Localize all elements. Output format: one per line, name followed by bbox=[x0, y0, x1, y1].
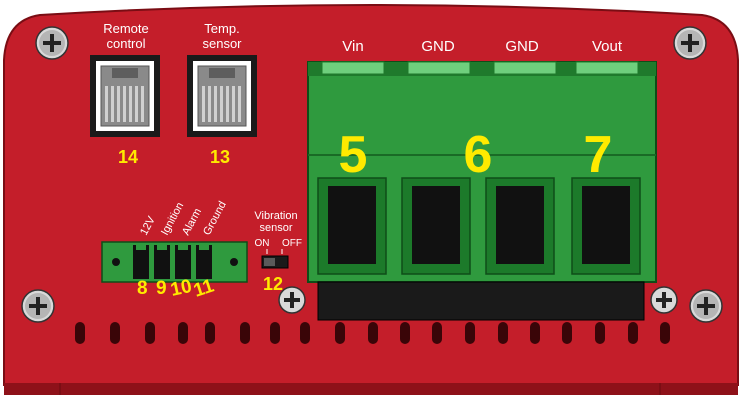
callout-number-7: 7 bbox=[584, 126, 613, 184]
housing-base bbox=[4, 383, 738, 395]
vibration-off-label: OFF bbox=[282, 238, 302, 249]
terminal-block bbox=[307, 61, 657, 283]
terminal-screw-slot[interactable] bbox=[317, 177, 387, 275]
remote-control-label-line1: Remote bbox=[103, 21, 149, 36]
rj-jack-icon bbox=[197, 65, 247, 127]
screw-icon bbox=[650, 286, 678, 314]
callout-number-10: 10 bbox=[169, 276, 194, 301]
callout-number-8: 8 bbox=[137, 278, 148, 299]
callout-number-12: 12 bbox=[263, 274, 283, 294]
temp-sensor-label-line1: Temp. bbox=[204, 21, 239, 36]
vibration-sensor-label-line2: sensor bbox=[259, 222, 292, 234]
terminal-screw-slot[interactable] bbox=[485, 177, 555, 275]
screw-icon bbox=[673, 26, 707, 60]
terminal-screw-slot[interactable] bbox=[401, 177, 471, 275]
terminal-pin-label-gnd-2: GND bbox=[505, 38, 539, 55]
remote-control-label-line2: control bbox=[106, 36, 145, 51]
remote-control-port[interactable] bbox=[90, 55, 160, 137]
terminal-pin-label-gnd-1: GND bbox=[421, 38, 455, 55]
vibration-sensor-label-line1: Vibration bbox=[254, 210, 297, 222]
terminal-pin-label-vout: Vout bbox=[592, 38, 623, 55]
slide-switch-icon[interactable] bbox=[261, 249, 289, 269]
callout-number-5: 5 bbox=[339, 126, 368, 184]
screw-icon bbox=[35, 26, 69, 60]
screw-icon bbox=[278, 286, 306, 314]
screw-icon bbox=[689, 289, 723, 323]
temp-sensor-port[interactable] bbox=[187, 55, 257, 137]
callout-number-6: 6 bbox=[464, 126, 493, 184]
terminal-screw-slot[interactable] bbox=[571, 177, 641, 275]
screw-icon bbox=[21, 289, 55, 323]
callout-number-9: 9 bbox=[156, 278, 167, 299]
callout-number-14: 14 bbox=[118, 147, 138, 167]
rj-jack-icon bbox=[100, 65, 150, 127]
vibration-on-label: ON bbox=[255, 238, 270, 249]
callout-number-13: 13 bbox=[210, 147, 230, 167]
terminal-pin-label-vin: Vin bbox=[342, 38, 363, 55]
terminal-mounting-bar bbox=[317, 281, 645, 321]
small-connector[interactable] bbox=[101, 241, 248, 283]
ventilation-slots bbox=[75, 322, 670, 344]
temp-sensor-label-line2: sensor bbox=[202, 36, 242, 51]
